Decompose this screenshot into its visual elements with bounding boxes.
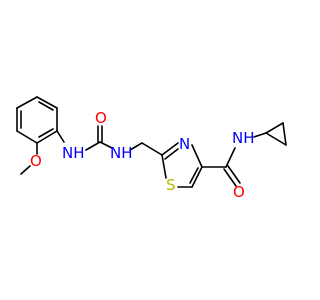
molecule-canvas: O NH NH N S O NH O	[16, 96, 287, 201]
carboxamide-oxygen-label: O	[233, 183, 245, 201]
cyclopropyl-nh-label: NH	[232, 129, 255, 147]
bond	[282, 122, 287, 146]
bond	[16, 96, 38, 109]
aryl-nh-label: NH	[62, 144, 85, 162]
bond	[161, 142, 179, 156]
bond	[141, 142, 163, 156]
urea-oxygen-label: O	[95, 109, 107, 127]
bond	[191, 166, 203, 188]
bond	[265, 132, 287, 146]
bonds	[16, 96, 287, 188]
bond	[56, 130, 65, 143]
bond	[20, 165, 31, 175]
bond	[38, 128, 54, 138]
thiazole-nitrogen-label: N	[179, 135, 190, 153]
bond	[38, 101, 54, 111]
thiazole-sulfur-label: S	[166, 176, 176, 194]
bond	[189, 167, 199, 184]
bond	[253, 132, 267, 138]
bond	[164, 148, 179, 160]
bond	[36, 130, 58, 144]
bond	[265, 122, 284, 134]
bond	[161, 154, 167, 179]
molecule-structure: O NH NH N S O NH O	[16, 96, 287, 201]
bond	[225, 147, 236, 168]
bond	[191, 144, 203, 168]
bond	[16, 130, 38, 144]
bond	[227, 165, 241, 184]
atom-labels: O NH NH N S O NH O	[30, 109, 255, 201]
methoxy-oxygen-label: O	[30, 152, 42, 170]
bond	[85, 141, 101, 151]
bond	[36, 96, 58, 109]
methylene-nh-label: NH	[110, 144, 133, 162]
bond	[99, 141, 113, 149]
bond	[223, 168, 237, 187]
bond	[129, 142, 143, 151]
